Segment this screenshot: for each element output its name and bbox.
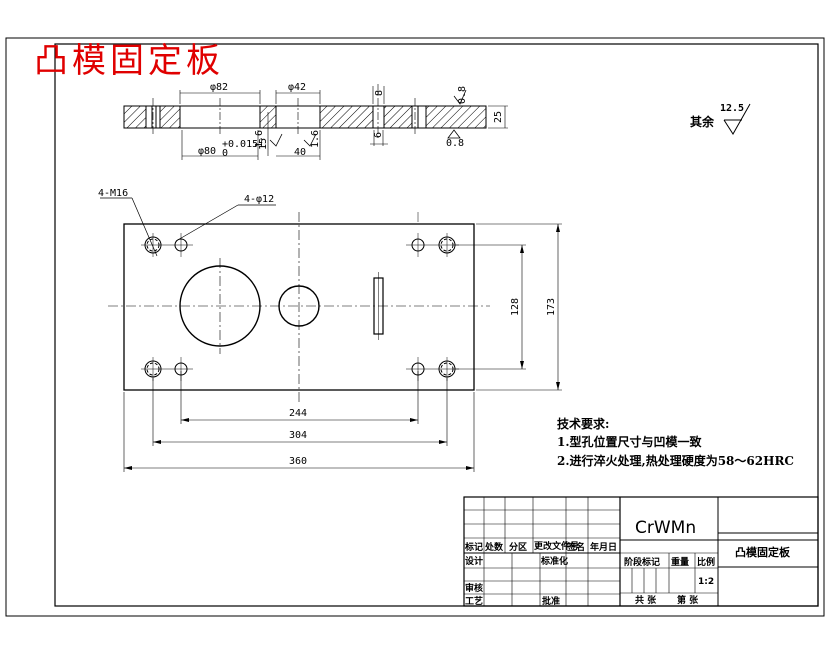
dim-dia-42: φ42 [288, 82, 306, 93]
tb-total-sheets: 共 张 [635, 594, 657, 606]
tb-scale-value: 1:2 [698, 577, 714, 587]
dim-dia-82: φ82 [210, 82, 228, 93]
dim-6: 6 [373, 132, 384, 138]
tb-approve: 批准 [542, 595, 560, 607]
dim-360: 360 [289, 456, 307, 467]
section-view [123, 84, 508, 160]
tb-sheet-no: 第 张 [677, 594, 699, 606]
hatch-block-5 [383, 105, 413, 129]
dim-dia-80: φ80 [198, 146, 216, 157]
tb-docno: 更改文件号 [534, 540, 579, 552]
roughness-0-8-bottom: 0.8 [446, 138, 464, 149]
tb-standard: 标准化 [540, 555, 568, 567]
label-4-dia-12: 4-φ12 [244, 194, 274, 205]
medium-hole [278, 285, 320, 327]
hatch-block-1 [123, 105, 147, 129]
tol-plus: +0.015 [222, 139, 258, 150]
roughness-1-6-a: 1.6 [254, 130, 265, 148]
hatch-block-6 [425, 105, 487, 129]
dim-173: 173 [546, 298, 557, 316]
dim-244: 244 [289, 408, 307, 419]
tb-mark: 标记 [464, 541, 483, 553]
dim-8: 8 [374, 90, 385, 96]
roughness-1-6-b: 1.6 [310, 130, 321, 148]
outer-frame [5, 37, 825, 617]
hatch-block-4 [319, 105, 374, 129]
title-block [463, 496, 819, 607]
material: CrWMn [635, 518, 696, 538]
part-name: 凸模固定板 [735, 545, 791, 559]
tech-notes-line1: 1.型孔位置尺寸与凹模一致 [557, 434, 703, 449]
default-roughness-label: 其余 [690, 114, 715, 129]
section-dims: φ82 φ42 8 φ80 +0.015 0 15 40 6 25 0.8 0.… [198, 82, 504, 159]
pin-holes [174, 238, 425, 376]
inner-frame [54, 43, 819, 607]
thread-holes [144, 236, 456, 378]
dim-40: 40 [294, 147, 306, 158]
dim-25: 25 [493, 111, 504, 123]
tech-notes-line2: 2.进行淬火处理,热处理硬度为58～62HRC [557, 453, 794, 468]
tb-scale-label: 比例 [697, 556, 715, 568]
plan-dims: 4-M16 4-φ12 244 304 360 128 173 [98, 188, 557, 467]
default-roughness: 其余 12.5 [690, 103, 751, 135]
tb-zone: 分区 [509, 541, 527, 553]
hatch-block-2 [159, 105, 181, 129]
tech-notes: 技术要求: 1.型孔位置尺寸与凹模一致 2.进行淬火处理,热处理硬度为58～62… [557, 416, 794, 468]
red-title: 凸模固定板 [34, 41, 224, 81]
dim-128: 128 [510, 298, 521, 316]
default-roughness-value: 12.5 [720, 103, 744, 114]
roughness-0-8-top: 0.8 [457, 86, 468, 104]
plan-view [100, 197, 562, 472]
label-4-m16: 4-M16 [98, 188, 128, 199]
tech-notes-heading: 技术要求: [557, 416, 609, 431]
plate-outline [123, 223, 475, 391]
tb-review: 审核 [465, 582, 483, 594]
tb-count: 处数 [484, 541, 504, 553]
dim-15: 15 [258, 138, 269, 150]
tb-weight: 重量 [671, 556, 689, 568]
tb-process: 工艺 [465, 595, 483, 607]
tb-sign: 签名 [566, 541, 585, 553]
tb-design: 设计 [465, 555, 483, 567]
tol-zero: 0 [222, 148, 228, 159]
tb-date: 年月日 [590, 541, 617, 553]
title-block-text: CrWMn 凸模固定板 标记 处数 分区 更改文件号 签名 年月日 设计 标准化… [464, 518, 791, 607]
dim-304: 304 [289, 430, 307, 441]
tb-stage-mark: 阶段标记 [624, 556, 660, 568]
